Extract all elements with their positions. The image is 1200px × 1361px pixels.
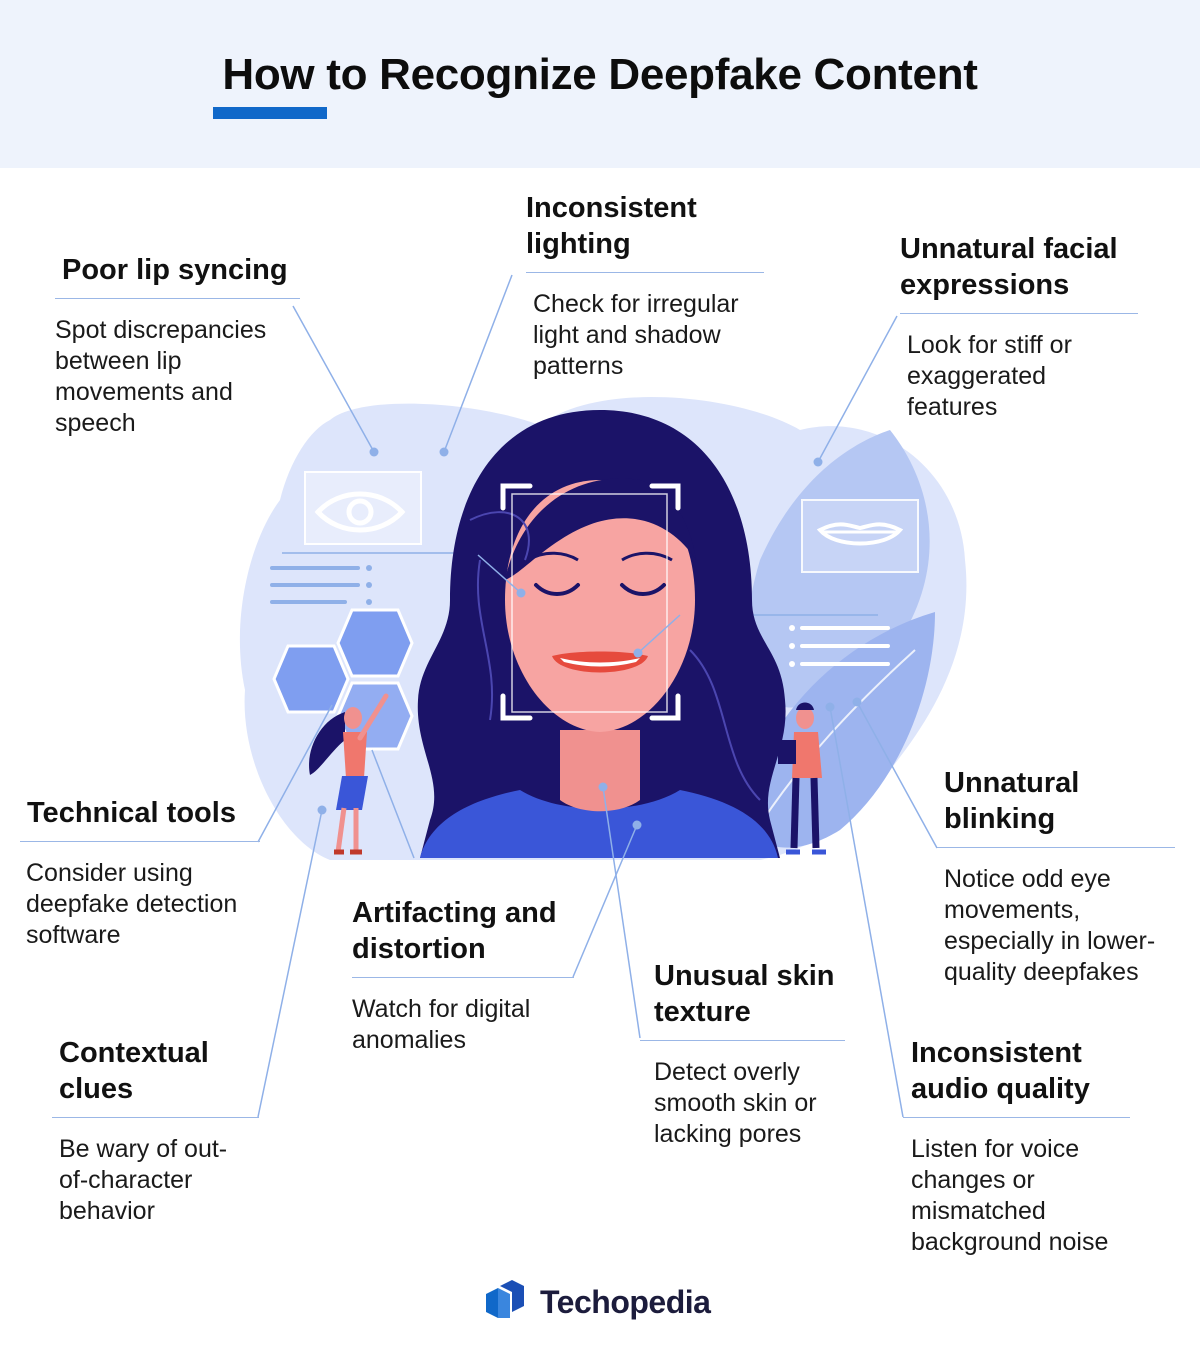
callout-unusual-skin-texture: Unusual skin texture Detect overly smoot… xyxy=(640,958,845,1150)
face-scan-frame xyxy=(500,483,681,721)
connector-mouth-point xyxy=(637,614,681,654)
connector-artifacting xyxy=(572,824,638,978)
callout-divider xyxy=(900,313,1138,314)
callout-description: Look for stiff or exaggerated features xyxy=(907,331,1072,421)
connector-facial-expressions xyxy=(817,315,898,463)
callout-description: Detect overly smooth skin or lacking por… xyxy=(654,1058,817,1148)
woman-figure xyxy=(309,693,389,855)
connector-contextual-clues xyxy=(257,809,323,1118)
connector-lines xyxy=(257,274,938,1118)
hair-fringe xyxy=(505,478,696,580)
callout-heading: Inconsistent audio quality xyxy=(911,1037,1090,1105)
callout-heading: Unnatural blinking xyxy=(944,767,1080,835)
callout-divider xyxy=(903,1117,1130,1118)
woman-head xyxy=(417,410,786,858)
leaf-vein xyxy=(749,649,916,841)
callout-description: Listen for voice changes or mismatched b… xyxy=(911,1135,1109,1256)
connector-lighting xyxy=(443,274,513,453)
callout-unnatural-facial-expressions: Unnatural facial expressions Look for st… xyxy=(900,231,1138,423)
eye-panel xyxy=(304,471,422,545)
callout-description: Check for irregular light and shadow pat… xyxy=(533,290,739,380)
connector-hex xyxy=(371,749,415,859)
callout-divider xyxy=(526,272,764,273)
lips-icon xyxy=(816,522,904,546)
callout-description: Spot discrepancies between lip movements… xyxy=(55,316,267,437)
callout-divider xyxy=(352,977,574,978)
callout-heading: Unusual skin texture xyxy=(654,960,835,1028)
techopedia-logo-icon xyxy=(486,1280,524,1318)
header-banner xyxy=(0,0,1200,168)
text-lines-right xyxy=(800,626,890,666)
man-figure xyxy=(778,702,826,855)
callout-heading: Contextual clues xyxy=(59,1037,209,1105)
callout-description: Notice odd eye movements, especially in … xyxy=(944,865,1156,986)
callout-divider xyxy=(52,1117,259,1118)
callout-artifacting-and-distortion: Artifacting and distortion Watch for dig… xyxy=(352,895,574,1056)
connector-audio xyxy=(829,706,904,1118)
right-eye xyxy=(620,583,666,596)
callout-poor-lip-syncing: Poor lip syncing Spot discrepancies betw… xyxy=(55,252,300,439)
leaf-shape-2 xyxy=(740,612,935,848)
callout-description: Be wary of out-of-character behavior xyxy=(59,1135,228,1225)
connector-blinking xyxy=(856,701,938,849)
connector-eye-point xyxy=(477,554,522,594)
callout-contextual-clues: Contextual clues Be wary of out-of-chara… xyxy=(52,1035,259,1227)
callout-divider xyxy=(55,298,300,299)
callout-inconsistent-lighting: Inconsistent lighting Check for irregula… xyxy=(526,190,764,382)
callout-unnatural-blinking: Unnatural blinking Notice odd eye moveme… xyxy=(937,765,1175,988)
connector-dots xyxy=(317,447,862,830)
callout-description: Watch for digital anomalies xyxy=(352,995,531,1054)
eye-icon xyxy=(314,491,406,533)
title-underline xyxy=(213,107,327,119)
callout-inconsistent-audio-quality: Inconsistent audio quality Listen for vo… xyxy=(903,1035,1130,1258)
text-lines-left xyxy=(270,566,360,604)
shoulders xyxy=(420,790,778,858)
callout-heading: Inconsistent lighting xyxy=(526,192,697,260)
callout-heading: Poor lip syncing xyxy=(62,254,288,286)
left-eye xyxy=(534,583,580,596)
callout-divider xyxy=(20,841,260,842)
page-title: How to Recognize Deepfake Content xyxy=(222,50,978,99)
callout-divider xyxy=(640,1040,845,1041)
lips-panel xyxy=(801,499,919,573)
callout-technical-tools: Technical tools Consider using deepfake … xyxy=(20,795,260,951)
neck xyxy=(560,730,640,812)
brand-name: Techopedia xyxy=(540,1284,711,1320)
callout-heading: Technical tools xyxy=(27,797,236,829)
mouth xyxy=(552,651,648,673)
hexagon-cluster xyxy=(272,608,414,751)
connector-lip-syncing xyxy=(292,305,375,453)
callout-heading: Artifacting and distortion xyxy=(352,897,557,965)
callout-heading: Unnatural facial expressions xyxy=(900,233,1118,301)
connector-skin-texture xyxy=(602,786,641,1039)
callout-description: Consider using deepfake detection softwa… xyxy=(26,859,238,949)
connector-technical-tools xyxy=(257,704,333,843)
callout-divider xyxy=(937,847,1175,848)
